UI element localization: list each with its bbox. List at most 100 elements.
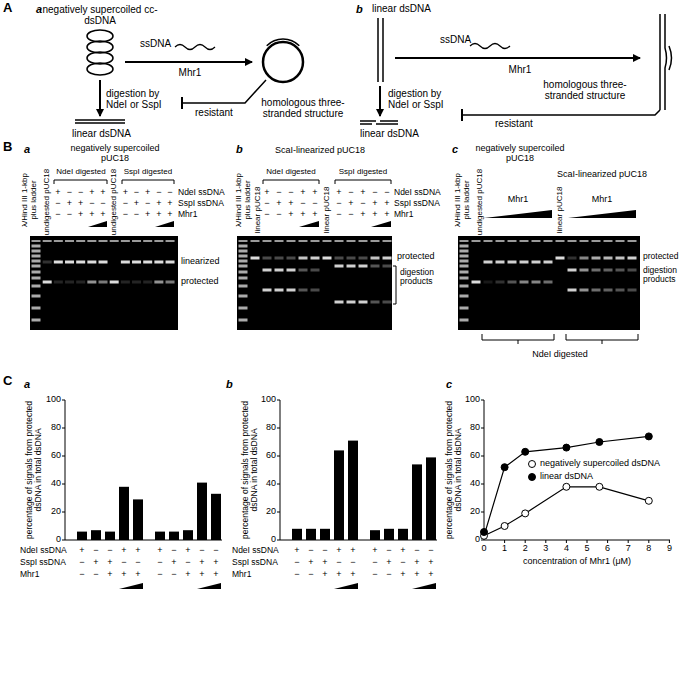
sign-mark: + (55, 188, 60, 198)
label-text: ScaI-linearized pUC18 (557, 170, 647, 180)
lane-label: undigested pUC18 (110, 169, 119, 235)
label-text: linear dsDNA (360, 128, 419, 139)
gel-well (239, 240, 248, 242)
row-label: SspI ssDNA (178, 199, 224, 208)
band-label: digestion products (400, 268, 450, 287)
gel-well (287, 240, 296, 242)
concentration-wedge (197, 583, 221, 589)
axis-tick: 8 (646, 544, 651, 554)
gel-band (76, 261, 85, 264)
gel-band (299, 289, 308, 292)
label-text: NdeI digested (532, 350, 588, 360)
gel-band (347, 301, 356, 304)
gel-band (32, 260, 41, 263)
label-text: SspI digested (124, 168, 172, 177)
label-text: Mhr1 (592, 195, 613, 205)
sign-mark: − (213, 546, 218, 556)
bar (292, 529, 302, 540)
axis-title: percentage of signals from protected dsD… (241, 400, 260, 540)
sign-mark: + (300, 210, 305, 220)
axis-tick: 100 (465, 395, 480, 405)
sign-mark: + (145, 188, 150, 198)
gel-band (532, 281, 541, 284)
gel-band (143, 261, 152, 264)
sign-mark: + (336, 546, 341, 556)
sign-mark: − (300, 199, 305, 209)
group-bracket (482, 334, 554, 344)
bar (169, 532, 179, 540)
axis-tick: 1 (502, 544, 507, 554)
gel-band (239, 285, 248, 288)
axis-title: concentration of Mhr1 (μM) (523, 557, 631, 567)
sign-mark: + (213, 558, 218, 568)
bar (105, 532, 115, 540)
gel-well (484, 240, 493, 242)
gel-band (287, 269, 296, 272)
dsdna-fragment (376, 123, 398, 125)
inhibition-line (462, 110, 660, 115)
row-label: SspI ssDNA (394, 199, 440, 208)
gel-band (287, 289, 296, 292)
gel-well (65, 240, 74, 242)
group-bracket (54, 180, 107, 184)
sign-mark: − (348, 210, 353, 220)
bar (183, 530, 193, 540)
lane-label: λ/Hind III 1-kbp plus ladder (235, 165, 253, 235)
sign-mark: − (135, 558, 140, 568)
sign-mark: + (348, 199, 353, 209)
axis-tick: 60 (51, 451, 61, 461)
dsdna-fragment (360, 120, 376, 122)
sign-mark: + (336, 570, 341, 580)
gel-well (359, 240, 368, 242)
sign-mark: + (135, 546, 140, 556)
sign-mark: + (360, 188, 365, 198)
gel-band (239, 245, 248, 248)
gel-band (544, 281, 553, 284)
sign-mark: − (312, 199, 317, 209)
data-point (501, 464, 508, 471)
gel-band (121, 281, 130, 284)
gel-band (556, 257, 565, 260)
concentration-wedge (568, 210, 636, 218)
gel-band (275, 257, 284, 260)
sign-mark: + (156, 210, 161, 220)
gel-band (32, 250, 41, 253)
gel-well (628, 240, 637, 242)
bar (370, 530, 380, 540)
row-label: SspI ssDNA (20, 558, 66, 567)
sign-mark: − (276, 210, 281, 220)
sign-mark: − (350, 558, 355, 568)
bar (77, 532, 87, 540)
gel-well (323, 240, 332, 242)
gel-well (616, 240, 625, 242)
group-bracket (335, 180, 391, 184)
gel-well (383, 240, 392, 242)
band-label: linearized (181, 257, 220, 267)
dsdna-fragment (380, 120, 398, 122)
gel-well (166, 240, 175, 242)
legend-marker (529, 461, 536, 468)
label-text: negatively supercoiled pUC18 (465, 144, 575, 164)
gel-band (592, 269, 601, 272)
bar (348, 441, 358, 540)
sign-mark: − (79, 570, 84, 580)
axis-tick: 0 (475, 535, 480, 545)
sign-mark: + (400, 570, 405, 580)
supercoil-loop (87, 52, 113, 64)
invading-strand (669, 46, 672, 70)
gel-well (580, 240, 589, 242)
sign-mark: − (78, 188, 83, 198)
sign-mark: − (93, 546, 98, 556)
gel-band (65, 261, 74, 264)
inhibition-bar (181, 97, 183, 109)
panel-letter: a (24, 143, 30, 155)
gel-well (532, 240, 541, 242)
gel-band (568, 257, 577, 260)
axis-tick: 100 (46, 395, 61, 405)
gel-band (580, 269, 589, 272)
label-text: resistant (495, 118, 533, 129)
group-bracket (263, 180, 319, 184)
gel-band (460, 271, 469, 274)
gel-well (592, 240, 601, 242)
gel-band (460, 285, 469, 288)
